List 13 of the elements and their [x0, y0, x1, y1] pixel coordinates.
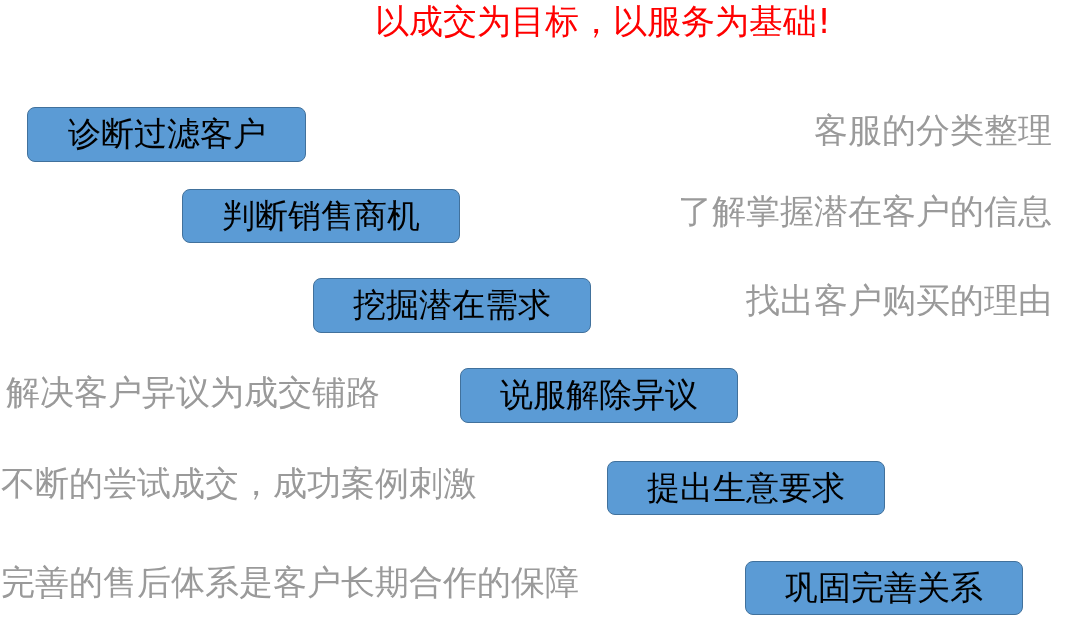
side-note: 解决客户异议为成交铺路 — [6, 372, 380, 412]
process-box: 提出生意要求 — [607, 461, 885, 515]
process-box: 判断销售商机 — [182, 189, 460, 243]
process-box: 挖掘潜在需求 — [313, 278, 591, 333]
process-box: 巩固完善关系 — [745, 561, 1023, 615]
title: 以成交为目标，以服务为基础! — [375, 1, 831, 41]
side-note: 不断的尝试成交，成功案例刺激 — [1, 463, 477, 503]
process-box: 说服解除异议 — [460, 368, 738, 423]
side-note: 客服的分类整理 — [814, 110, 1052, 150]
side-note: 完善的售后体系是客户长期合作的保障 — [1, 562, 579, 602]
side-note: 了解掌握潜在客户的信息 — [678, 191, 1052, 231]
process-box: 诊断过滤客户 — [27, 107, 306, 162]
side-note: 找出客户购买的理由 — [746, 280, 1052, 320]
